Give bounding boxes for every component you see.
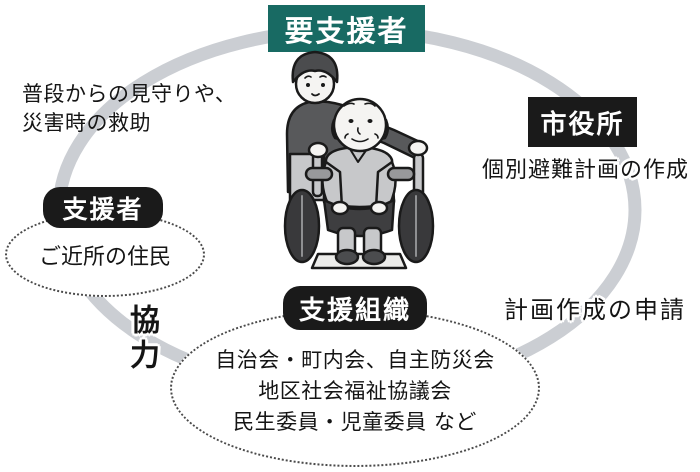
org-detail-text: 自治会・町内会、自主防災会 地区社会福祉協議会 民生委員・児童委員 など bbox=[172, 345, 538, 438]
supporter-label: 支援者 bbox=[62, 194, 144, 224]
supporter-detail-text: ご近所の住民 bbox=[38, 244, 171, 270]
supporter-pill: 支援者 bbox=[43, 187, 163, 228]
caregiver-wheelchair-illustration bbox=[283, 50, 435, 270]
org-line-3: 民生委員・児童委員 など bbox=[233, 410, 477, 434]
watch-over-note-line1: 普段からの見守りや、 bbox=[22, 82, 237, 106]
support-organization-pill: 支援組織 bbox=[283, 286, 427, 330]
city-hall-box: 市役所 bbox=[528, 97, 637, 147]
person-needing-support-box: 要支援者 bbox=[268, 5, 425, 52]
person-needing-support-label: 要支援者 bbox=[284, 13, 409, 48]
city-hall-label: 市役所 bbox=[540, 109, 625, 140]
support-organization-label: 支援組織 bbox=[298, 295, 411, 326]
plan-request-note: 計画作成の申請 bbox=[504, 296, 686, 324]
plan-creation-note: 個別避難計画の作成 bbox=[482, 158, 690, 183]
org-line-1: 自治会・町内会、自主防災会 bbox=[215, 348, 495, 372]
watch-over-note-line2: 災害時の救助 bbox=[22, 111, 151, 135]
watch-over-note: 普段からの見守りや、 災害時の救助 bbox=[22, 80, 236, 138]
cooperation-label: 協力 bbox=[124, 304, 159, 374]
org-detail-ellipse: 自治会・町内会、自主防災会 地区社会福祉協議会 民生委員・児童委員 など bbox=[170, 309, 540, 467]
org-line-2: 地区社会福祉協議会 bbox=[258, 379, 452, 403]
